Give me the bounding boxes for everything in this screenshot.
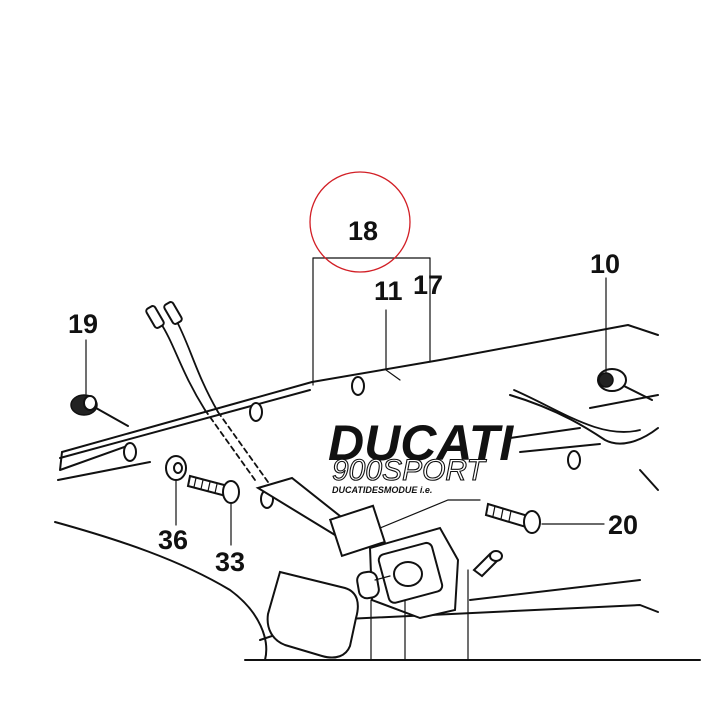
part-33-bolt [186,474,240,504]
part-36-washer [165,455,187,481]
decal-brand: DUCATI [328,415,514,471]
hole [249,402,263,422]
highlight-circle [309,171,411,273]
part-19-grommet [70,394,129,427]
hole [567,450,581,470]
callout-19: 19 [68,309,98,339]
indicator-housing [368,526,460,620]
decal: DUCATI 900SPORT DUCATIDESMODUE i.e. [328,415,514,495]
callout-11: 11 [374,276,403,306]
callout-33: 33 [215,547,245,577]
part-10-grommet [597,368,653,401]
hole [351,376,365,396]
leader-lines [85,257,607,546]
callout-20: 20 [608,510,638,540]
indicator-lens [266,570,359,659]
indicator-stalk [255,476,387,558]
callout-36: 36 [158,525,188,555]
hole [123,442,137,462]
connector-terminal [163,301,183,325]
decal-line: DUCATIDESMODUE i.e. [332,485,432,495]
lens-screw [472,550,503,578]
callout-18: 18 [348,216,378,246]
indicator-connector-block [328,504,387,558]
rail-holes [123,376,581,509]
decal-model: 900SPORT [332,454,488,487]
bulb [356,570,391,600]
leader-stems [370,569,469,661]
callout-17: 17 [413,270,443,300]
callout-10: 10 [590,249,620,279]
part-20-bolt [484,502,541,534]
callout-labels: 18 11 17 10 19 36 33 20 [68,216,638,577]
wiring-harness [145,301,641,483]
connector-terminal [145,305,165,329]
